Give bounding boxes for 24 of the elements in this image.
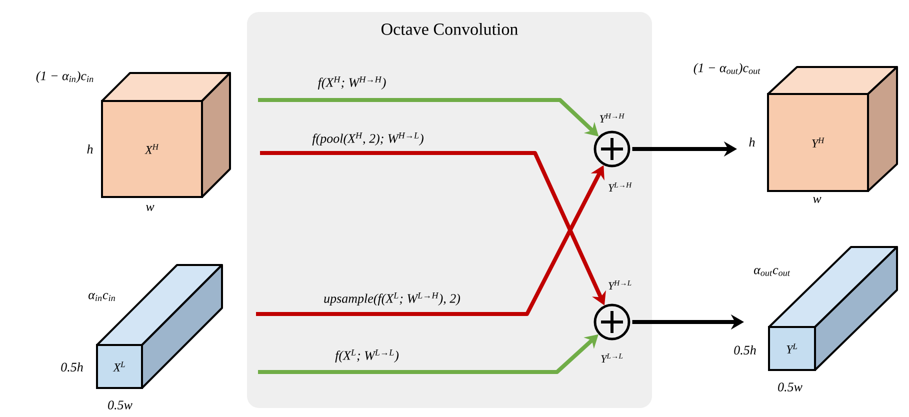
output-label: Y$^{L→L}$ xyxy=(601,354,623,362)
height-label: h xyxy=(87,144,93,154)
width-label: 0.5w xyxy=(778,382,802,392)
edge-label: f(X$^{H}$; W$^{H→H}$) xyxy=(316,75,388,91)
channel-label: (1 − α$_{out}$)c$_{out}$ xyxy=(694,63,760,75)
height-label: 0.5h xyxy=(61,362,83,372)
output-label: Y$^{L→H}$ xyxy=(608,182,632,192)
cube: Y$^{H}$ xyxy=(767,66,898,192)
width-label: 0.5w xyxy=(108,400,132,410)
output-label: Y$^{H→L}$ xyxy=(608,280,632,290)
edge-label: f(X$^{L}$; W$^{L→L}$) xyxy=(334,348,400,364)
edge-label: upsample(f(X$^{L}$; W$^{L→H}$), 2) xyxy=(322,291,462,307)
height-label: 0.5h xyxy=(734,345,756,355)
output-label: Y$^{H→H}$ xyxy=(600,114,625,122)
width-label: w xyxy=(812,196,822,204)
sum-symbol xyxy=(594,304,630,340)
height-label: h xyxy=(749,138,755,146)
cube: X$^{H}$ xyxy=(101,72,231,198)
node-label: X$^{L}$ xyxy=(112,362,125,372)
node-label: Y$^{L}$ xyxy=(786,344,798,354)
edge-label: f(pool(X$^{H}$, 2); W$^{H→L}$) xyxy=(311,131,425,147)
channel-label: (1 − α$_{in}$)c$_{in}$ xyxy=(36,71,94,83)
width-label: w xyxy=(146,204,154,212)
sum-symbol xyxy=(594,130,630,168)
